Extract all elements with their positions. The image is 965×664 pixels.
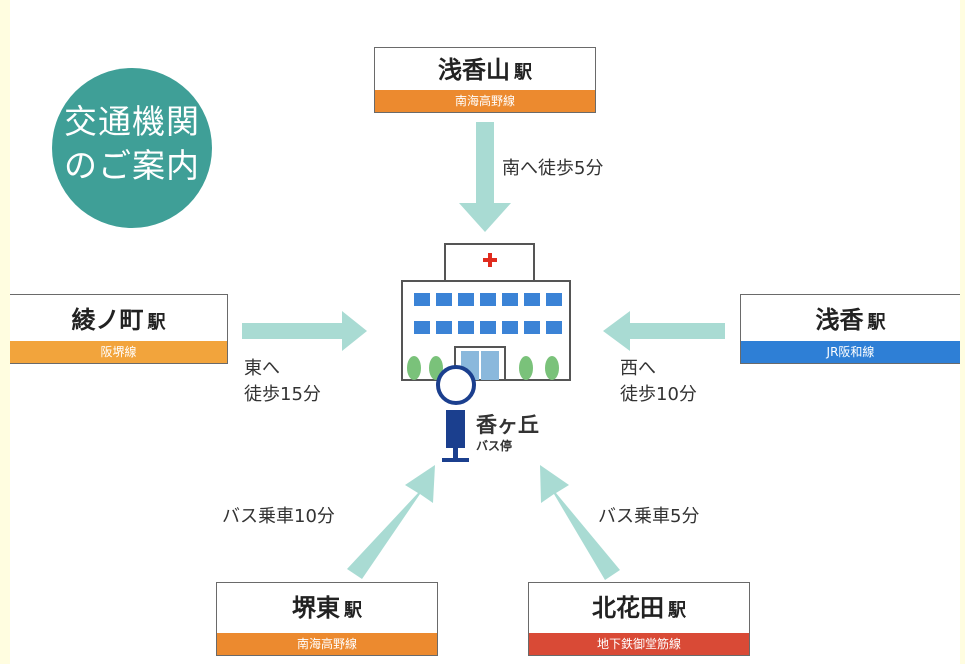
station-left-line: 阪堺線 <box>10 341 227 363</box>
station-top-line: 南海高野線 <box>375 90 595 112</box>
bus-stop-name: 香ヶ丘 <box>476 413 539 437</box>
station-bottom-right-name: 北花田 <box>592 594 664 622</box>
station-bottom-left-name: 堺東 <box>292 594 340 622</box>
station-right-name-row: 浅香駅 <box>741 295 960 348</box>
title-line-2: のご案内 <box>64 146 200 185</box>
route-label-right-2: 徒歩10分 <box>620 384 697 405</box>
station-top-name-row: 浅香山駅 <box>375 48 595 95</box>
arrow-from-bottom-left <box>347 465 435 579</box>
bus-stop-sub: バス停 <box>476 439 513 453</box>
station-bottom-left-line: 南海高野線 <box>217 633 437 655</box>
route-label-right-1: 西へ <box>620 358 656 379</box>
route-label-top: 南へ徒歩5分 <box>502 158 604 179</box>
station-bottom-right: 北花田駅 地下鉄御堂筋線 <box>528 582 750 656</box>
title-badge: 交通機関 のご案内 <box>52 68 212 228</box>
station-bottom-right-name-row: 北花田駅 <box>529 583 749 636</box>
station-top: 浅香山駅 南海高野線 <box>374 47 596 113</box>
arrow-from-left <box>242 311 367 351</box>
station-right: 浅香駅 JR阪和線 <box>740 294 960 364</box>
arrow-from-right <box>603 311 725 351</box>
station-bottom-left-name-row: 堺東駅 <box>217 583 437 636</box>
station-top-suffix: 駅 <box>514 62 532 83</box>
route-label-bottom-left: バス乗車10分 <box>222 506 335 527</box>
station-bottom-left-suffix: 駅 <box>344 600 362 621</box>
station-bottom-right-line: 地下鉄御堂筋線 <box>529 633 749 655</box>
station-right-name: 浅香 <box>815 306 864 334</box>
hospital-icon <box>401 243 571 381</box>
station-right-line: JR阪和線 <box>741 341 960 363</box>
route-label-left-2: 徒歩15分 <box>244 384 321 405</box>
station-left-name: 綾ノ町 <box>71 306 144 334</box>
arrow-from-top <box>459 122 511 232</box>
bus-stop-icon <box>436 365 476 462</box>
station-right-suffix: 駅 <box>867 312 886 333</box>
station-left-name-row: 綾ノ町駅 <box>10 295 227 348</box>
station-bottom-left: 堺東駅 南海高野線 <box>216 582 438 656</box>
station-top-name: 浅香山 <box>438 56 510 84</box>
route-label-bottom-right: バス乗車5分 <box>598 506 700 527</box>
station-left-suffix: 駅 <box>147 312 166 333</box>
arrow-from-bottom-right <box>540 465 620 580</box>
station-left: 綾ノ町駅 阪堺線 <box>10 294 228 364</box>
title-line-1: 交通機関 <box>64 102 200 141</box>
route-label-left-1: 東へ <box>244 358 280 379</box>
station-bottom-right-suffix: 駅 <box>668 600 686 621</box>
